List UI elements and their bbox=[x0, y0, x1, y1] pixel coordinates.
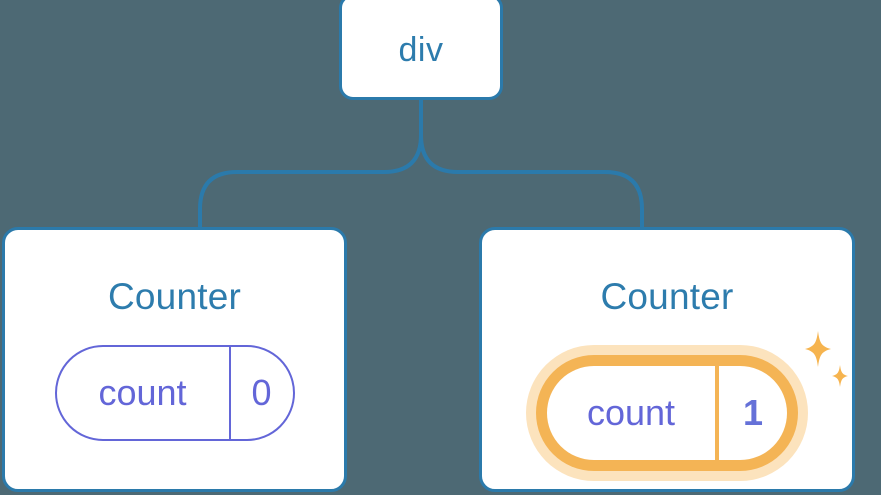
state-pill-highlight-ring: count 1 bbox=[536, 355, 798, 471]
connector-right bbox=[419, 98, 644, 232]
counter-left-title: Counter bbox=[107, 276, 242, 317]
node-root-div[interactable]: div bbox=[339, 0, 503, 100]
state-key-label: count bbox=[547, 366, 719, 460]
state-key-label: count bbox=[57, 347, 231, 439]
counter-right-title: Counter bbox=[600, 276, 734, 317]
state-pill-count-1[interactable]: count 1 bbox=[547, 366, 787, 460]
state-pill-count-0[interactable]: count 0 bbox=[54, 345, 295, 441]
node-root-label: div bbox=[398, 31, 444, 69]
state-pill-highlight-glow: count 1 bbox=[526, 345, 808, 481]
sparkle-group bbox=[805, 331, 848, 387]
counter-right-state-wrap: count 1 bbox=[526, 331, 848, 481]
state-value-label: 1 bbox=[742, 392, 764, 433]
sparkle-large-icon bbox=[805, 331, 831, 367]
connector-left bbox=[198, 98, 423, 232]
node-counter-left[interactable]: Counter count 0 bbox=[2, 227, 347, 492]
state-value-label: 0 bbox=[251, 372, 272, 413]
counter-left-state-wrap: count 0 bbox=[54, 345, 295, 441]
node-counter-right[interactable]: Counter count 1 bbox=[479, 227, 855, 492]
sparkle-small-icon bbox=[832, 365, 848, 387]
